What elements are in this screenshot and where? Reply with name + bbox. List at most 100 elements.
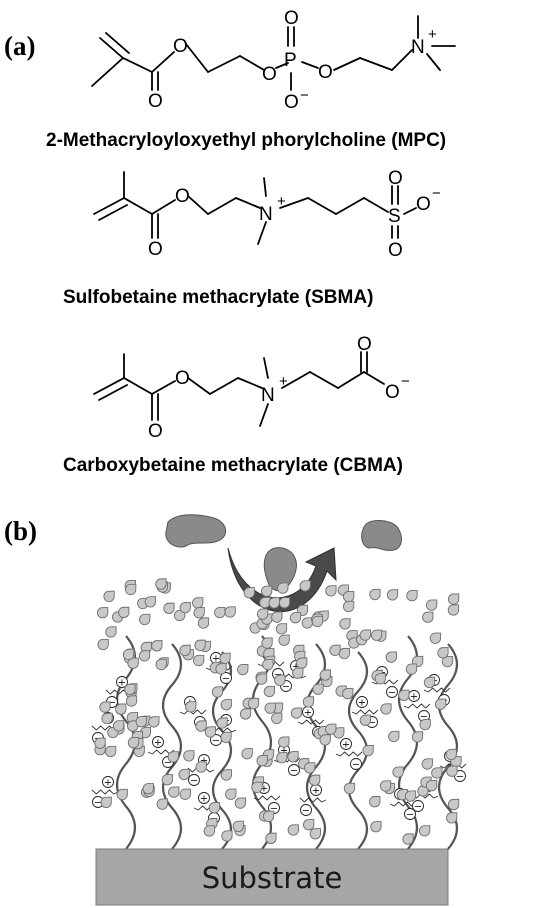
water-molecule [338, 647, 350, 660]
water-molecule [405, 663, 418, 675]
water-molecule [329, 644, 341, 656]
water-molecule [359, 629, 371, 641]
water-molecule [369, 796, 381, 808]
water-molecule [183, 750, 195, 762]
charge-symbol: − [406, 810, 414, 821]
water-molecule [325, 585, 337, 597]
water-molecule [144, 596, 156, 608]
water-molecule [168, 786, 180, 798]
charge-circle [116, 676, 128, 688]
water-molecule [208, 802, 220, 814]
water-molecule [100, 796, 112, 808]
water-molecule [179, 788, 191, 800]
water-molecule [362, 744, 374, 757]
mpc-structure: O O O P O O − O N + [91, 8, 456, 113]
mpc-atom-o-bottom: O [284, 92, 299, 113]
side-chain [371, 679, 399, 685]
water-molecule [431, 767, 443, 779]
water-molecule [342, 688, 354, 700]
water-molecule [262, 659, 274, 671]
charge-symbol: + [200, 756, 208, 767]
substrate-label: Substrate [202, 861, 343, 895]
charge-symbol: − [274, 670, 282, 681]
sbma-atom-o-s-right: O [416, 194, 431, 215]
water-molecule [115, 703, 127, 715]
water-molecule [156, 798, 168, 810]
side-chain [179, 709, 207, 715]
sbma-atom-o-s-top: O [388, 168, 403, 189]
water-molecule [118, 606, 130, 619]
charge-symbol: − [282, 682, 290, 693]
substrate [95, 848, 449, 906]
water-molecule [379, 780, 392, 792]
cbma-atom-o-carbonyl: O [148, 421, 163, 442]
water-molecule [99, 701, 111, 713]
polymer-chain [305, 643, 327, 850]
water-molecule [105, 626, 117, 638]
water-molecule [214, 606, 226, 619]
hydration-water-layer [94, 578, 462, 845]
charge-circle [220, 672, 232, 684]
cbma-caption: Carboxybetaine methacrylate (CBMA) [63, 455, 403, 476]
water-molecule [275, 623, 288, 635]
water-molecule [220, 731, 232, 744]
water-molecule [343, 590, 355, 603]
charge-symbol: + [260, 784, 268, 795]
sbma-atom-o-s-bottom: O [388, 240, 403, 261]
water-molecule [446, 765, 458, 777]
water-molecule [309, 828, 321, 840]
water-molecule [179, 644, 191, 657]
water-molecule [312, 683, 324, 695]
cbma-atom-o-acid-top: O [357, 334, 372, 355]
water-molecule [447, 593, 460, 605]
charge-symbol: − [108, 698, 116, 709]
water-molecule [359, 714, 371, 726]
charge-symbol: − [222, 674, 230, 685]
charge-circle [340, 738, 352, 750]
water-molecule [203, 825, 215, 837]
charge-symbol: + [342, 740, 350, 751]
water-molecule [243, 587, 255, 599]
water-molecule [194, 639, 206, 651]
water-molecule [289, 612, 302, 624]
charge-circle [288, 764, 300, 776]
charge-circle [152, 736, 164, 748]
charge-symbol: + [312, 786, 320, 797]
water-molecule [178, 768, 190, 781]
mpc-atom-o-carbonyl: O [148, 91, 163, 112]
charge-symbol: + [410, 692, 418, 703]
water-molecule [302, 696, 315, 708]
water-molecule [343, 782, 356, 795]
water-molecule [309, 774, 321, 786]
water-molecule [142, 783, 154, 795]
water-molecule [94, 737, 106, 749]
water-molecule [388, 730, 400, 743]
water-molecule [425, 779, 438, 792]
water-molecule [193, 654, 205, 667]
water-molecule [224, 606, 236, 618]
water-molecule [116, 788, 128, 801]
charge-symbol: + [200, 794, 208, 805]
water-molecule [429, 632, 442, 644]
side-chain [423, 687, 451, 693]
water-molecule [265, 832, 277, 844]
water-molecule [167, 751, 179, 763]
cbma-charge-n: + [279, 373, 288, 390]
charge-circle [300, 804, 312, 816]
sbma-atom-o-ester: O [175, 186, 190, 207]
water-molecule [426, 599, 438, 611]
water-molecule [251, 781, 263, 793]
charge-circle [198, 792, 210, 804]
water-molecule [155, 658, 167, 671]
panel-label-a: (a) [4, 31, 35, 61]
repulsion-arrow-body [227, 547, 337, 612]
water-molecule [303, 819, 315, 831]
water-molecule [290, 707, 303, 719]
water-molecule [127, 737, 140, 749]
water-molecule [104, 745, 117, 758]
mpc-caption: 2-Methacryloyloxyethyl phorylcholine (MP… [46, 130, 446, 151]
water-molecule [369, 588, 381, 601]
water-molecule [411, 731, 424, 743]
water-molecule [127, 720, 139, 732]
side-chain [403, 703, 431, 709]
